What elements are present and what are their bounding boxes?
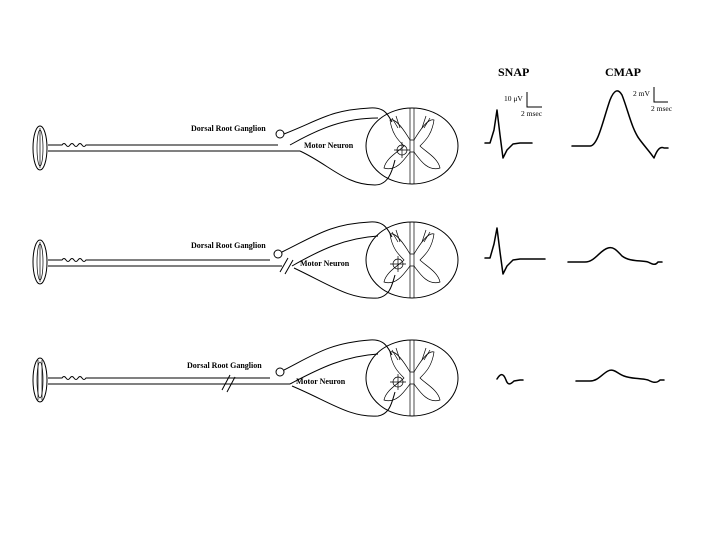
panel-3-lesion: Dorsal Root Ganglion Motor Neuron — [32, 339, 665, 417]
ventral-root — [291, 385, 396, 417]
snap-trace-3 — [496, 373, 524, 385]
panel-1-normal: Dorsal Root Ganglion Motor Neuron 10 μV … — [32, 87, 673, 186]
snap-trace-1: 10 μV 2 msec — [484, 92, 543, 159]
ventral-root — [293, 267, 396, 299]
dorsal-root-ganglion-icon — [275, 367, 285, 377]
sensory-axon — [48, 376, 270, 380]
muscle-icon — [32, 125, 48, 171]
snap-time-scale: 2 msec — [521, 109, 543, 118]
motor-neuron-label: Motor Neuron — [304, 141, 354, 150]
cmap-scale-bar — [653, 87, 668, 103]
cmap-trace-1: 2 mV 2 msec — [571, 87, 673, 159]
dorsal-rootlet — [289, 353, 379, 385]
muscle-icon — [32, 239, 48, 285]
snap-amplitude-scale: 10 μV — [504, 94, 523, 103]
motor-neuron-label: Motor Neuron — [300, 259, 350, 268]
spinal-cord-section — [365, 221, 459, 299]
cmap-trace-3 — [575, 369, 665, 384]
dorsal-rootlet — [291, 235, 379, 267]
motor-neuron-label: Motor Neuron — [296, 377, 346, 386]
dorsal-rootlet — [289, 117, 379, 146]
muscle-icon — [32, 357, 48, 403]
spinal-cord-section — [365, 107, 459, 185]
cmap-trace-2 — [567, 246, 663, 266]
snap-trace-2 — [484, 227, 546, 275]
dorsal-root-ganglion-icon — [275, 129, 285, 139]
dorsal-root-ganglion-label: Dorsal Root Ganglion — [191, 124, 266, 133]
dorsal-root-ganglion-icon — [273, 249, 283, 259]
cmap-time-scale: 2 msec — [651, 104, 673, 113]
dorsal-root — [283, 107, 393, 135]
dorsal-root — [283, 339, 393, 371]
dorsal-root-ganglion-label: Dorsal Root Ganglion — [191, 241, 266, 250]
sensory-axon — [48, 143, 278, 147]
lesion-mark — [279, 257, 294, 275]
snap-scale-bar — [526, 92, 542, 108]
spinal-cord-section — [365, 339, 459, 417]
sensory-axon — [48, 258, 270, 262]
snap-header: SNAP — [498, 65, 529, 79]
lesion-mark — [221, 374, 236, 393]
dorsal-root-ganglion-label: Dorsal Root Ganglion — [187, 361, 262, 370]
dorsal-root — [281, 221, 393, 253]
ventral-root — [299, 150, 396, 186]
panel-2-lesion: Dorsal Root Ganglion Motor Neuron — [32, 221, 663, 299]
cmap-amplitude-scale: 2 mV — [633, 89, 650, 98]
cmap-header: CMAP — [605, 65, 641, 79]
